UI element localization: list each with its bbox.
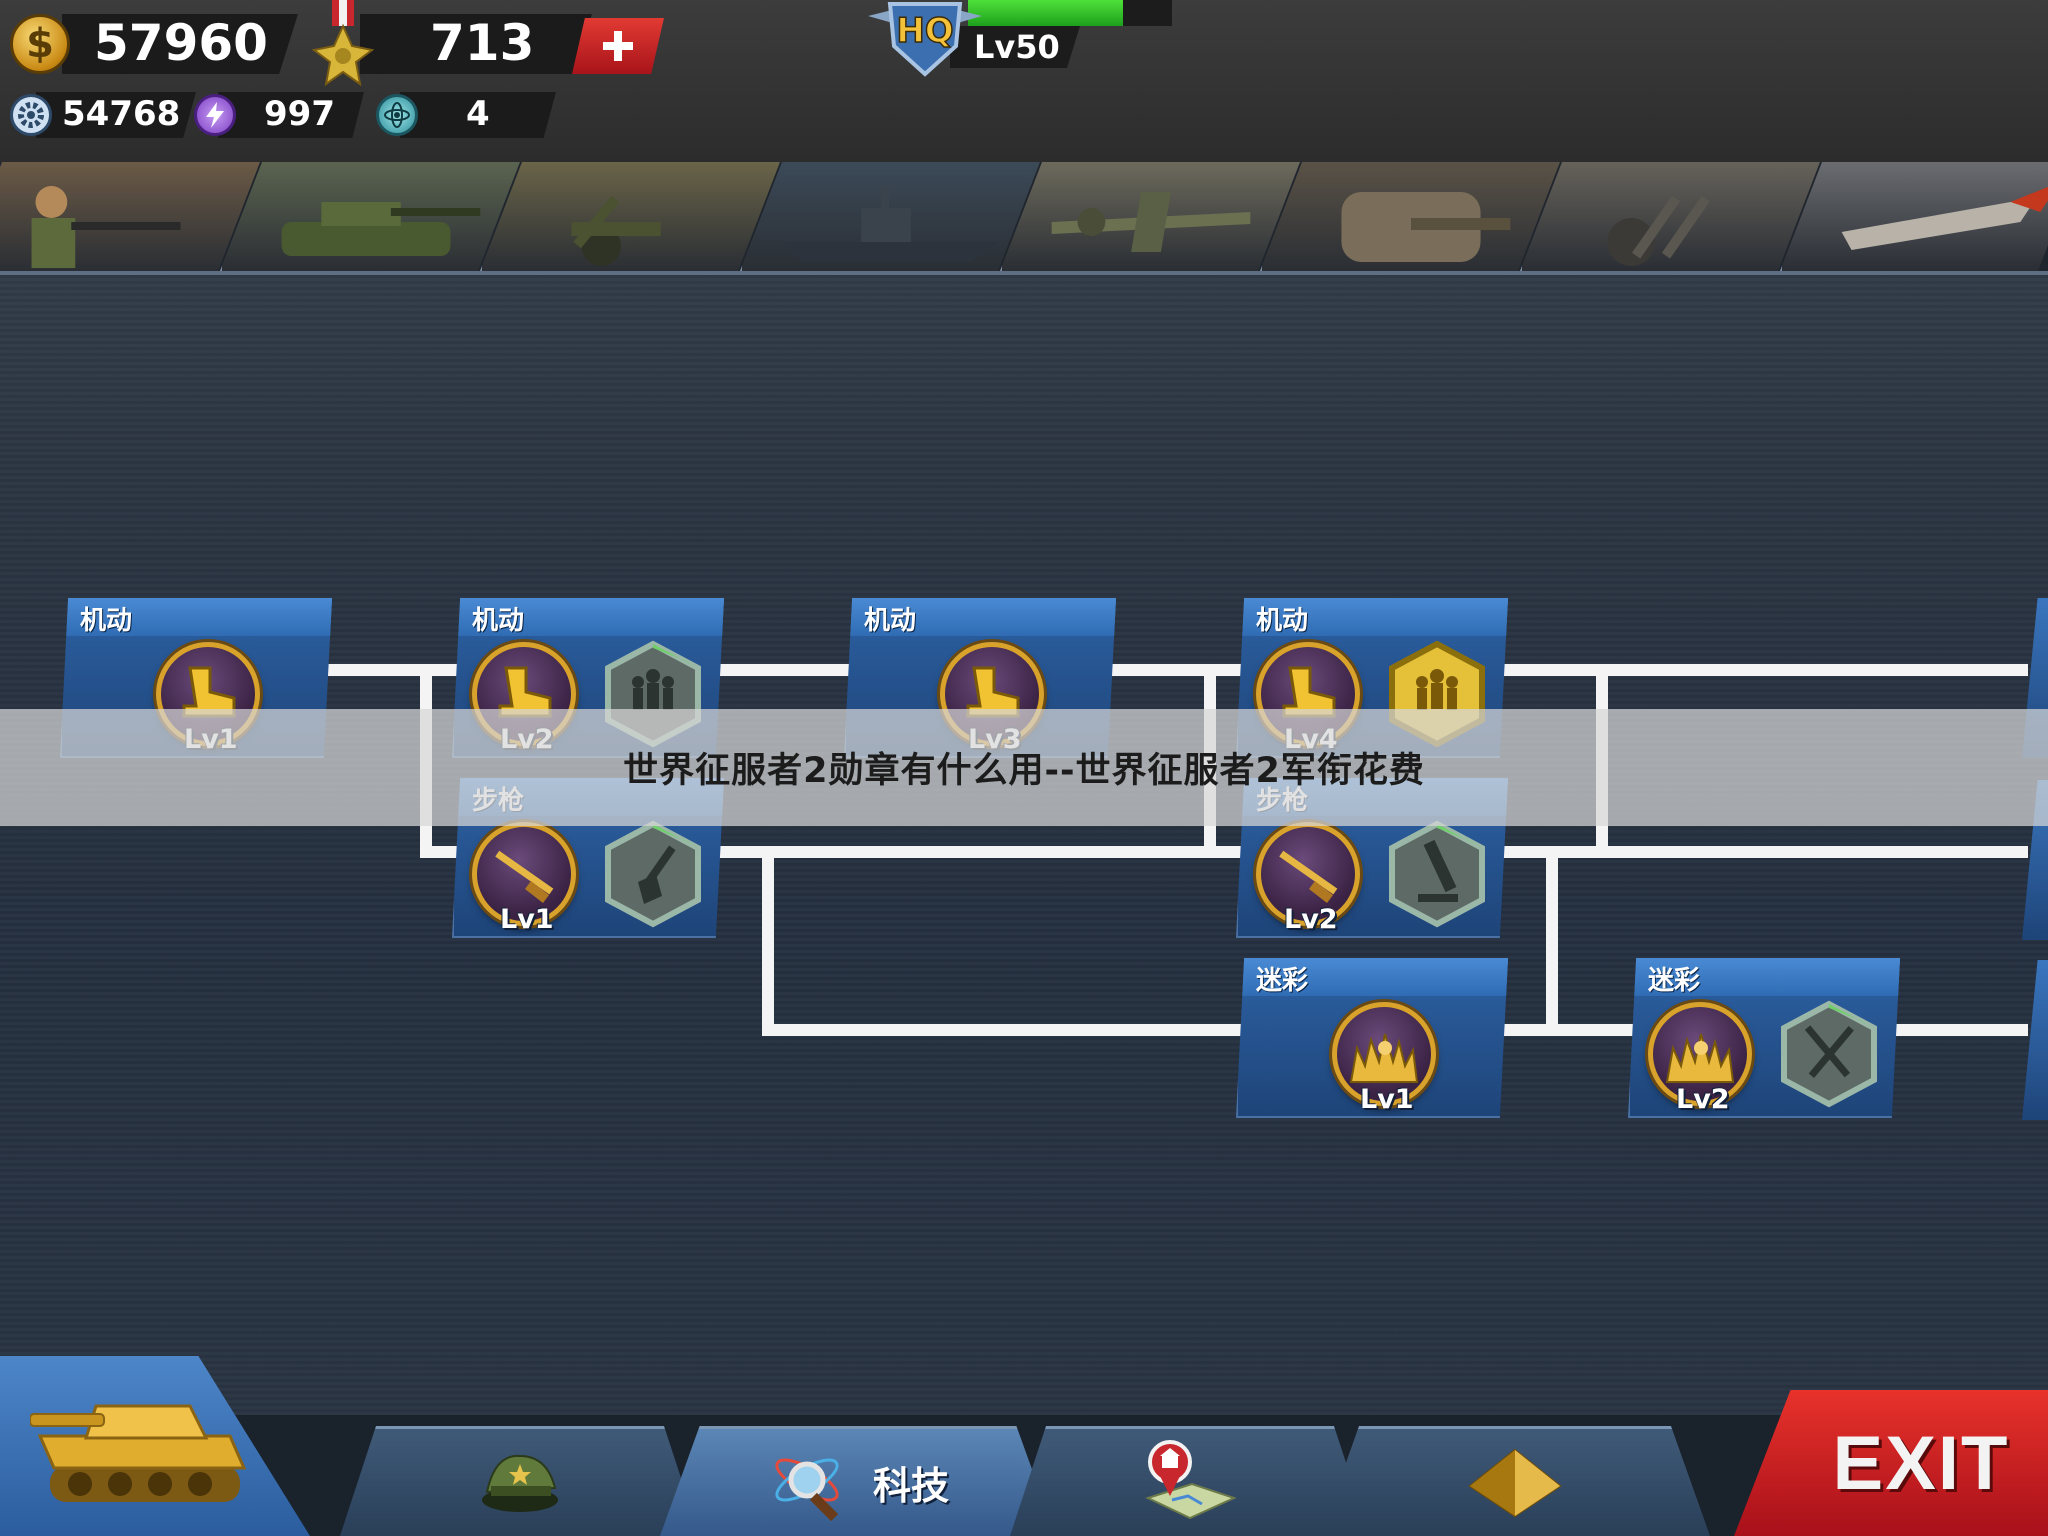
buy-medals-button[interactable] <box>572 18 664 74</box>
tech-node-title: 机动 <box>80 606 133 636</box>
tab-wonders[interactable] <box>1320 1426 1710 1536</box>
core-amount: 4 <box>466 94 490 134</box>
tab-tech[interactable]: 科技 <box>660 1426 1056 1536</box>
medal-amount: 713 <box>430 14 535 72</box>
background-stripes <box>0 275 2048 1415</box>
connector-branch-5 <box>1546 846 1558 1036</box>
fortification-tile-icon <box>1341 192 1511 262</box>
medal-icon <box>311 0 375 87</box>
gold-coin-icon: $ <box>10 14 70 74</box>
ghillie-skill-icon[interactable] <box>1332 1002 1436 1106</box>
category-tile-5[interactable] <box>1260 162 1560 271</box>
hq-level-plate <box>950 26 1080 68</box>
gold-amount: 57960 <box>94 14 268 72</box>
steel-amount: 54768 <box>62 94 181 134</box>
exit-button[interactable]: EXIT <box>1734 1390 2048 1536</box>
tech-node-title: 迷彩 <box>1256 966 1309 996</box>
connector-branch-4 <box>762 846 774 1036</box>
missile-tile-icon <box>1841 182 2048 250</box>
top-resource-bar: $ 57960 713 54768 997 4 Lv50 HQ <box>0 0 2048 162</box>
tank-tile-icon <box>281 202 481 256</box>
tab-generals[interactable] <box>340 1426 700 1536</box>
lightning-icon <box>194 94 236 136</box>
tech-node-title: 机动 <box>472 606 525 636</box>
tech-node-level: Lv2 <box>1676 1084 1730 1115</box>
tech-node-title: 机动 <box>1256 606 1309 636</box>
category-tile-4[interactable] <box>1000 162 1300 271</box>
category-tile-3[interactable] <box>740 162 1040 271</box>
tech-node-title: 迷彩 <box>1648 966 1701 996</box>
energy-plate <box>218 92 364 138</box>
hq-shield-icon[interactable]: HQ <box>866 0 984 78</box>
category-tile-6[interactable] <box>1520 162 1820 271</box>
navy-tile-icon <box>781 186 1001 262</box>
banner-title: 世界征服者2勋章有什么用--世界征服者2军衔花费 <box>623 751 1425 791</box>
tech-magnifier-icon <box>775 1458 839 1521</box>
overlay-banner: 世界征服者2勋章有什么用--世界征服者2军衔花费 <box>0 709 2048 826</box>
tools-upgrade-icon[interactable] <box>1780 1000 1878 1108</box>
category-tile-0[interactable] <box>0 162 260 271</box>
rifle-skill-icon[interactable] <box>1256 822 1360 926</box>
exit-label: EXIT <box>1832 1420 2010 1506</box>
steel-plate <box>36 92 196 138</box>
aircraft-tile-icon <box>1051 192 1251 252</box>
atom-icon <box>376 94 418 136</box>
infantry-tile-icon <box>31 186 181 268</box>
medal-plate <box>360 14 592 74</box>
unit-category-strip <box>0 162 2048 275</box>
shovel-upgrade-icon[interactable] <box>604 820 702 928</box>
category-tile-2[interactable] <box>480 162 780 271</box>
tech-node-level: Lv2 <box>1284 904 1338 935</box>
tab-tech-label: 科技 <box>872 1464 949 1508</box>
connector-row2 <box>420 846 2028 858</box>
core-plate <box>400 92 556 138</box>
hq-xp-bar <box>968 0 1172 26</box>
ghillie-skill-icon[interactable] <box>1648 1002 1752 1106</box>
plus-icon <box>603 31 633 61</box>
tech-node-level: Lv1 <box>500 904 554 935</box>
tech-node-7[interactable]: 迷彩 Lv2 <box>1628 958 1900 1118</box>
officer-cap-icon <box>482 1454 558 1512</box>
troops-gold-upgrade-icon[interactable] <box>1388 640 1486 748</box>
pyramid-icon <box>1468 1448 1562 1517</box>
rifle-skill-icon[interactable] <box>472 822 576 926</box>
tech-node-panel <box>1236 958 1508 1118</box>
category-tile-7[interactable] <box>1780 162 2048 271</box>
mortar-upgrade-icon[interactable] <box>1388 820 1486 928</box>
artillery-tile-icon <box>571 195 661 266</box>
hq-xp-fill <box>968 0 1124 26</box>
tank-icon <box>30 1404 247 1502</box>
hq-level: Lv50 <box>974 28 1060 66</box>
tech-node-6[interactable]: 迷彩 Lv1 <box>1236 958 1508 1118</box>
gold-plate <box>62 14 298 74</box>
gear-icon <box>10 94 52 136</box>
anti-air-tile-icon <box>1607 195 1710 266</box>
tech-node-level: Lv1 <box>1360 1084 1414 1115</box>
tech-node-title: 机动 <box>864 606 917 636</box>
energy-amount: 997 <box>264 94 335 134</box>
map-pin-icon <box>1145 1439 1237 1519</box>
category-tile-1[interactable] <box>220 162 520 271</box>
boot-skill-icon[interactable] <box>1256 642 1360 746</box>
tab-conquest-map[interactable] <box>1010 1426 1370 1536</box>
hq-label: HQ <box>896 11 953 51</box>
